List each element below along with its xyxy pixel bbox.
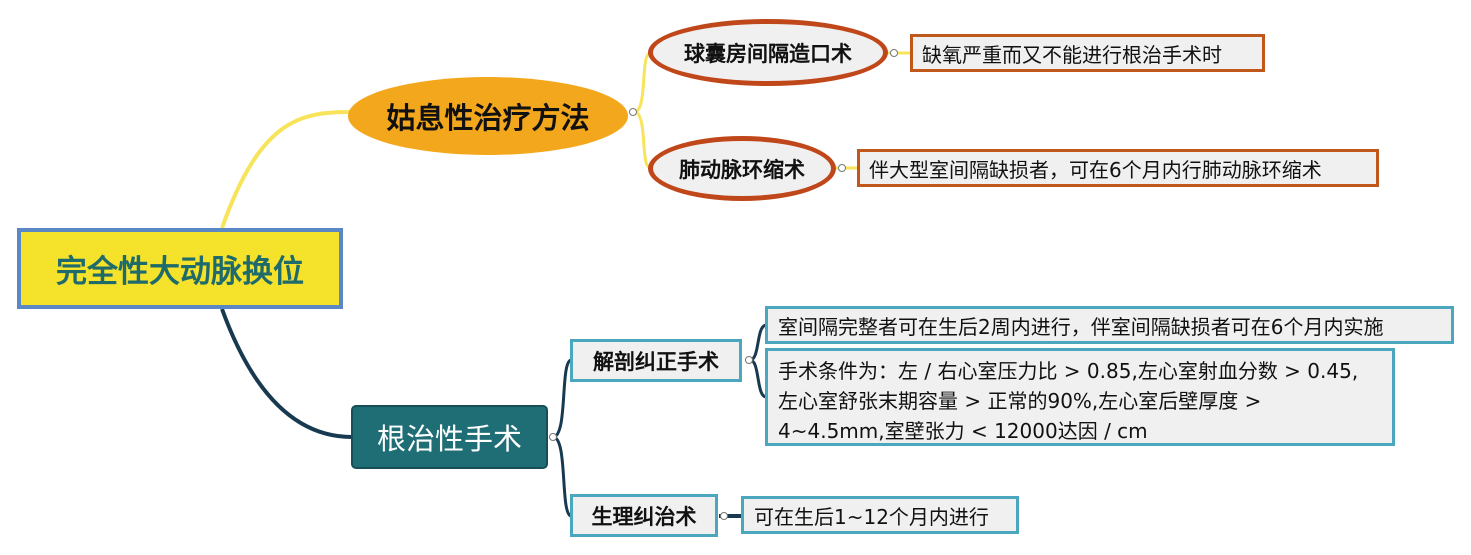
branch-root-palliative	[220, 110, 351, 229]
branch-palliative-children	[633, 51, 651, 170]
conditions-line-3: 4~4.5mm,室壁张力 < 12000达因 / cm	[778, 419, 1148, 443]
balloon-septostomy-note: 缺氧严重而又不能进行根治手术时	[910, 34, 1265, 72]
balloon-septostomy-toggle[interactable]	[890, 49, 898, 57]
anatomical-correction-toggle[interactable]	[745, 356, 753, 364]
pulmonary-banding-node[interactable]: 肺动脉环缩术	[648, 136, 836, 201]
branch-curative-children	[552, 358, 572, 518]
anatomical-conditions-note: 手术条件为：左 / 右心室压力比 > 0.85,左心室射血分数 > 0.45, …	[765, 348, 1395, 446]
conditions-line-2: 左心室舒张末期容量 > 正常的90%,左心室后壁厚度 >	[778, 389, 1262, 413]
branch-root-curative	[220, 308, 353, 439]
palliative-node[interactable]: 姑息性治疗方法	[348, 77, 628, 155]
conditions-line-1: 手术条件为：左 / 右心室压力比 > 0.85,左心室射血分数 > 0.45,	[778, 359, 1359, 383]
pulmonary-banding-note: 伴大型室间隔缺损者，可在6个月内行肺动脉环缩术	[857, 149, 1379, 187]
pulmonary-banding-toggle[interactable]	[838, 164, 846, 172]
root-node[interactable]: 完全性大动脉换位	[17, 228, 343, 309]
physiological-correction-node[interactable]: 生理纠治术	[570, 494, 718, 537]
anatomical-timing-note: 室间隔完整者可在生后2周内进行，伴室间隔缺损者可在6个月内实施	[765, 306, 1454, 344]
balloon-septostomy-node[interactable]: 球囊房间隔造口术	[648, 19, 888, 86]
curative-node[interactable]: 根治性手术	[351, 405, 548, 469]
anatomical-correction-node[interactable]: 解剖纠正手术	[570, 339, 742, 382]
curative-collapse-toggle[interactable]	[549, 433, 557, 441]
physiological-correction-toggle[interactable]	[720, 512, 728, 520]
palliative-collapse-toggle[interactable]	[629, 108, 637, 116]
physiological-timing-note: 可在生后1~12个月内进行	[741, 496, 1019, 534]
